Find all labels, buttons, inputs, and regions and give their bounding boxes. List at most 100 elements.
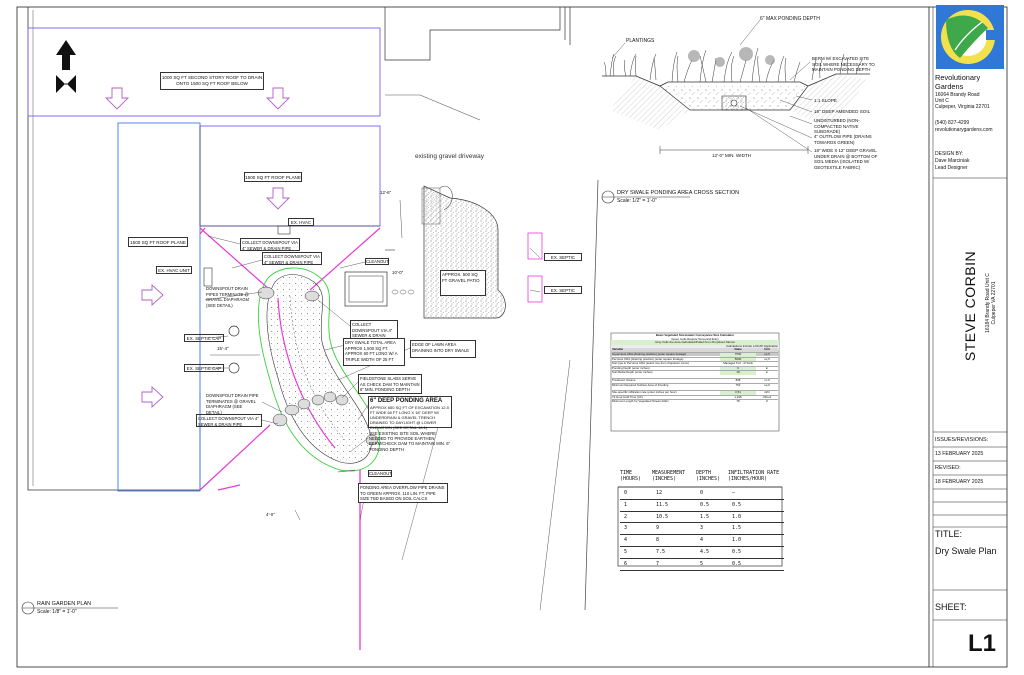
section-gravel-label: 18" WIDE X 12" DEEP GRAVEL UNDER DRAIN @…	[814, 148, 878, 170]
calc-cell-val: 18	[720, 371, 756, 375]
calc-cell-val: Managed Turf - D Soils	[723, 361, 753, 366]
dim-a: 15'-4"	[217, 346, 229, 351]
ex-hvac-1-label: EX. HVAC	[288, 218, 314, 226]
infiltration-cell: 1.0	[732, 537, 742, 544]
septic-4-label: EX. SEPTIC	[544, 286, 582, 294]
downspout-diaphragm-1: DOWNSPOUT DRAIN PIPES TERMINATE @ GRAVEL…	[206, 286, 250, 308]
calc-cell-unit: cu ft	[764, 377, 770, 382]
design-by-label: DESIGN BY:	[935, 151, 964, 157]
driveway-edge	[385, 94, 481, 121]
infiltration-cell: 1	[624, 501, 628, 508]
driveway-label: existing gravel driveway	[415, 153, 485, 160]
company-address-1: 16064 Brandy Road	[935, 92, 980, 98]
calculator-subtitle-2: Gray Cells Are Auto-Calculated/Pulled Fr…	[655, 340, 735, 345]
rain-garden-plan	[21, 7, 599, 650]
shed	[344, 271, 388, 307]
collect-downspout-2: COLLECT DOWNSPOUT VIA 4" SEWER & DRAIN P…	[262, 252, 322, 265]
company-name: Revolutionary Gardens	[935, 73, 981, 91]
infiltration-cell: 0.5	[700, 501, 710, 508]
calc-cell-val: 7500	[720, 352, 756, 357]
calc-cell-unit: sq ft	[764, 351, 770, 356]
plan-title-block	[21, 601, 118, 615]
infiltration-cell: 0.5	[732, 548, 742, 555]
infiltration-cell: 8	[656, 537, 660, 544]
client-name: STEVE CORBIN	[962, 250, 978, 362]
infil-hdr-time: TIME (HOURS)	[620, 470, 642, 482]
issues-label: ISSUES/REVISIONS:	[935, 437, 989, 443]
infiltration-header: TIME (HOURS) MEASUREMENT (INCHES) DEPTH …	[620, 470, 784, 482]
use-existing-label: USE EXISTING SITE SOIL WHERE NEEDED TO P…	[369, 431, 451, 452]
revised-date: 18 FEBRUARY 2025	[935, 479, 984, 485]
section-plantings-label: PLANTINGS	[626, 38, 655, 44]
infiltration-cell: 0.5	[732, 560, 742, 567]
revised-label: REVISED:	[935, 465, 961, 471]
infiltration-cell: 1.0	[732, 513, 742, 520]
infil-hdr-rate: INFILTRATION RATE (INCHES/HOUR)	[728, 470, 780, 482]
calculator-row: Pervious CDA (draining practice) (enter …	[612, 356, 778, 362]
cross-section	[601, 19, 870, 204]
downspout-pipes	[199, 227, 381, 491]
infiltration-cell: 3	[624, 525, 628, 532]
infiltration-cell: 1.5	[732, 525, 742, 532]
roof-left-label: 1500 SQ FT ROOF PLANE	[128, 237, 188, 247]
title-label: TITLE:	[935, 529, 963, 539]
ponding-area-label: 6" DEEP PONDING AREA APPROX 650 SQ FT OF…	[368, 396, 452, 430]
septic-cap-1-label: EX. SEPTIC CAP	[184, 334, 224, 342]
calculator-row: Minimum Length for Vegetated Stream Main…	[612, 399, 778, 404]
septic-box-2	[527, 275, 543, 303]
dry-swale	[257, 267, 381, 472]
calc-cell-val: 78	[736, 399, 740, 404]
title-value: Dry Swale Plan	[935, 546, 997, 556]
calculator-table: Basic Vegetated Stormwater Conveyance Si…	[612, 333, 778, 404]
septic-3-label: EX. SEPTIC	[544, 253, 582, 261]
calc-cell-var: Soil type in Pervious CDA (select one fr…	[612, 361, 689, 366]
calc-cell-var: Soil Media Depth (enter inches)	[612, 370, 653, 375]
infiltration-cell: 3	[700, 525, 704, 532]
infiltration-cell: 7	[656, 560, 660, 567]
calc-cell-var: Minimum Required Surface Area of Ponding	[612, 382, 669, 387]
lawn-edge-label: EDGE OF LAWN AREA DRAINING INTO DRY SWAL…	[410, 340, 476, 358]
calculator-row: Impervious CDA (draining practice) (ente…	[612, 351, 778, 357]
section-undisturbed-label: UNDISTURBED (NON-COMPACTED NATIVE SUBGRA…	[814, 118, 860, 134]
plan-scale: Scale: 1/8" = 1'-0"	[37, 609, 77, 615]
calculator-row: Site-specific infiltration rate (enter i…	[612, 390, 778, 395]
calc-cell-unit: in	[765, 365, 769, 370]
revolutionary-gardens-logo	[936, 5, 1004, 69]
flow-arrows	[104, 87, 291, 409]
calculator-subtitle-1: Green Cells Require Numerical Entry	[671, 336, 719, 341]
section-scale: Scale: 1/2" = 1'-0"	[617, 198, 657, 204]
calc-cell-var: 72-Hour Hold Time (CF)	[612, 394, 643, 399]
calc-cell-unit: ft	[766, 399, 768, 404]
section-grade	[602, 73, 870, 87]
septic-cap-1	[228, 325, 240, 337]
dim-b: 12'-6"	[380, 190, 392, 195]
shrub-clusters	[688, 47, 775, 67]
calc-cell-val: 5000	[720, 357, 756, 362]
section-max-depth-label: 6" MAX PONDING DEPTH	[760, 16, 820, 22]
cleanout-2: CLEANOUT	[368, 470, 392, 477]
calc-cell-val: 1,345	[734, 394, 742, 399]
infiltration-cell: 12	[656, 490, 663, 496]
sheet-label: SHEET:	[935, 602, 967, 612]
infiltration-cell: 6	[624, 560, 628, 567]
plan-title: RAIN GARDEN PLAN	[37, 601, 92, 607]
infiltration-cell: 9	[656, 525, 660, 532]
infil-hdr-measure: MEASUREMENT (INCHES)	[652, 470, 686, 482]
infiltration-cell: 5	[624, 548, 628, 555]
infiltration-cell: 1.5	[700, 513, 710, 520]
collect-downspout-4: COLLECT DOWNSPOUT VIA 4" SEWER & DRAIN P…	[196, 414, 262, 427]
calc-cell-var: Site-specific infiltration rate (enter i…	[612, 390, 677, 395]
ponding-body: APPROX 650 SQ FT OF EXCAVATION 12.5 FT W…	[370, 405, 449, 430]
section-berm-label: BERM W/ EXCAVATED SITE SOIL WHERE NECESS…	[812, 56, 875, 72]
infil-hdr-depth: DEPTH (INCHES)	[696, 470, 721, 482]
section-amended-label: 18" DEEP AMENDED SOIL	[814, 109, 871, 114]
hvac-box-1	[203, 267, 213, 287]
ex-hvac-2-label: EX. HVAC UNIT	[156, 266, 192, 274]
calc-hdr-unit: Unit	[764, 347, 770, 352]
section-slope-label: 1:1 SLOPE	[814, 98, 837, 103]
